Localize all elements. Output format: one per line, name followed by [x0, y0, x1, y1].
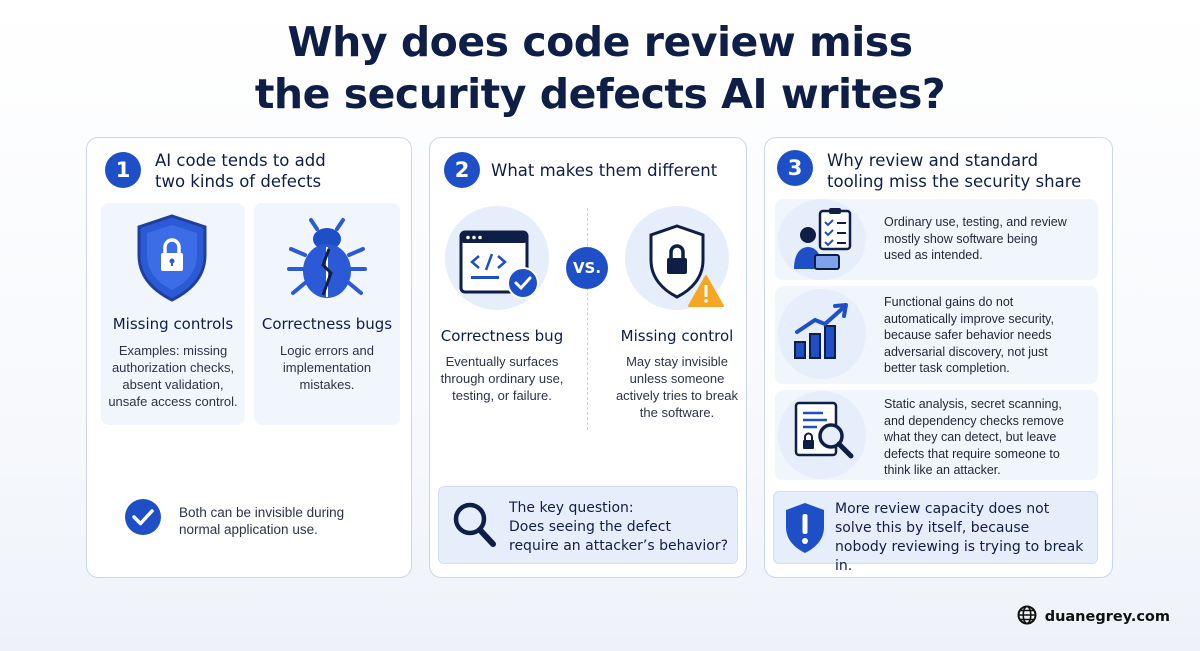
text-line: implementation	[282, 360, 372, 375]
text-line: automatically improve security,	[884, 311, 1054, 326]
text-line: think like an attacker.	[884, 463, 1001, 477]
text-line: Both can be invisible during	[179, 505, 345, 520]
shield-alert-icon	[784, 501, 826, 560]
page-title: Why does code review miss the security d…	[0, 16, 1200, 120]
magnifier-icon	[451, 500, 497, 555]
site-url[interactable]: duanegrey.com	[1044, 609, 1170, 625]
text-line: better task completion.	[884, 361, 1010, 375]
text-line: Does seeing the defect	[509, 519, 671, 535]
text-line: mostly show software being	[884, 231, 1038, 246]
text-line: The key question:	[509, 500, 634, 516]
panel-1-title: AI code tends to add two kinds of defect…	[155, 150, 326, 192]
document-search-lock-icon	[793, 400, 859, 471]
text-line: absent validation,	[122, 377, 224, 392]
text-line: testing, or failure.	[452, 388, 552, 403]
text-line: and dependency checks remove	[884, 413, 1064, 428]
card-missing-controls-text: Examples: missing authorization checks, …	[101, 342, 245, 410]
card-correctness-bugs-title: Correctness bugs	[261, 315, 393, 333]
text-line: mistakes.	[299, 377, 355, 392]
shield-lock-icon	[135, 213, 209, 308]
text-line: used as intended.	[884, 248, 983, 262]
correctness-bug-text: Eventually surfaces through ordinary use…	[432, 353, 572, 404]
card-missing-controls: Missing controls Examples: missing autho…	[101, 203, 245, 425]
review-capacity-callout: More review capacity does not solve this…	[773, 491, 1098, 574]
panel-3-title-line-2: tooling miss the security share	[827, 172, 1082, 191]
text-line: May stay invisible	[626, 354, 728, 369]
bug-icon	[287, 217, 367, 306]
missing-control-text: May stay invisible unless someone active…	[607, 353, 747, 421]
missing-control-title: Missing control	[620, 327, 734, 345]
key-question-box: The key question: Does seeing the defect…	[438, 486, 738, 564]
code-window-check-icon	[459, 228, 543, 313]
text-line: Examples: missing	[118, 343, 228, 358]
panel-1-note: Both can be invisible during normal appl…	[179, 504, 344, 538]
card-missing-controls-title: Missing controls	[112, 315, 234, 333]
row-functional-gains-text: Functional gains do not automatically im…	[884, 294, 1094, 377]
step-number-1: 1	[105, 152, 141, 188]
text-line: solve this by itself, because	[835, 520, 1030, 536]
correctness-bug-title: Correctness bug	[440, 327, 564, 345]
panel-1-title-line-2: two kinds of defects	[155, 172, 322, 191]
site-credit: duanegrey.com	[1017, 605, 1170, 629]
text-line: actively tries to break	[615, 388, 739, 403]
text-line: Eventually surfaces	[445, 354, 559, 369]
text-line: because safer behavior needs	[884, 328, 1052, 342]
text-line: unsafe access control.	[108, 394, 238, 409]
text-line: defects that require someone to	[884, 446, 1060, 461]
vs-badge: VS.	[566, 247, 608, 289]
text-line: what they can detect, but leave	[884, 430, 1057, 444]
step-number-2: 2	[444, 152, 480, 188]
text-line: unless someone	[629, 371, 725, 386]
review-capacity-text: More review capacity does not solve this…	[835, 500, 1097, 576]
text-line: nobody reviewing is trying to break in.	[835, 539, 1084, 574]
panel-1-title-line-1: AI code tends to add	[155, 151, 326, 170]
row-functional-gains: Functional gains do not automatically im…	[775, 286, 1098, 384]
step-number-3: 3	[777, 150, 813, 186]
text-line: through ordinary use,	[440, 371, 564, 386]
text-line: Logic errors and	[280, 343, 374, 358]
card-correctness-bugs-text: Logic errors and implementation mistakes…	[254, 342, 400, 393]
reviewer-checklist-icon	[791, 207, 855, 276]
code-icon-circle	[445, 206, 549, 310]
row-ordinary-use-text: Ordinary use, testing, and review mostly…	[884, 214, 1094, 264]
text-line: require an attacker’s behavior?	[509, 538, 729, 554]
check-circle-icon	[124, 498, 162, 541]
panel-3-title-line-1: Why review and standard	[827, 151, 1039, 170]
growth-chart-icon	[793, 302, 853, 367]
text-line: the software.	[639, 405, 715, 420]
row-ordinary-use: Ordinary use, testing, and review mostly…	[775, 199, 1098, 280]
lock-icon-circle	[625, 206, 729, 310]
globe-icon	[1017, 605, 1037, 629]
title-line-2: the security defects AI writes?	[254, 70, 946, 118]
shield-lock-warning-icon	[645, 224, 727, 313]
row-static-analysis-text: Static analysis, secret scanning, and de…	[884, 396, 1094, 479]
text-line: Static analysis, secret scanning,	[884, 397, 1062, 411]
card-correctness-bugs: Correctness bugs Logic errors and implem…	[254, 203, 400, 425]
text-line: adversarial discovery, not just	[884, 344, 1048, 359]
key-question-text: The key question: Does seeing the defect…	[509, 499, 728, 556]
row-static-analysis: Static analysis, secret scanning, and de…	[775, 390, 1098, 480]
text-line: Ordinary use, testing, and review	[884, 215, 1067, 229]
text-line: More review capacity does not	[835, 501, 1050, 517]
text-line: Functional gains do not	[884, 295, 1014, 309]
text-line: normal application use.	[179, 522, 318, 537]
icon-circle	[778, 289, 866, 379]
panel-2-title: What makes them different	[491, 161, 718, 180]
text-line: authorization checks,	[111, 360, 235, 375]
title-line-1: Why does code review miss	[287, 18, 913, 66]
panel-3-title: Why review and standard tooling miss the…	[827, 150, 1081, 192]
divider	[587, 208, 588, 430]
